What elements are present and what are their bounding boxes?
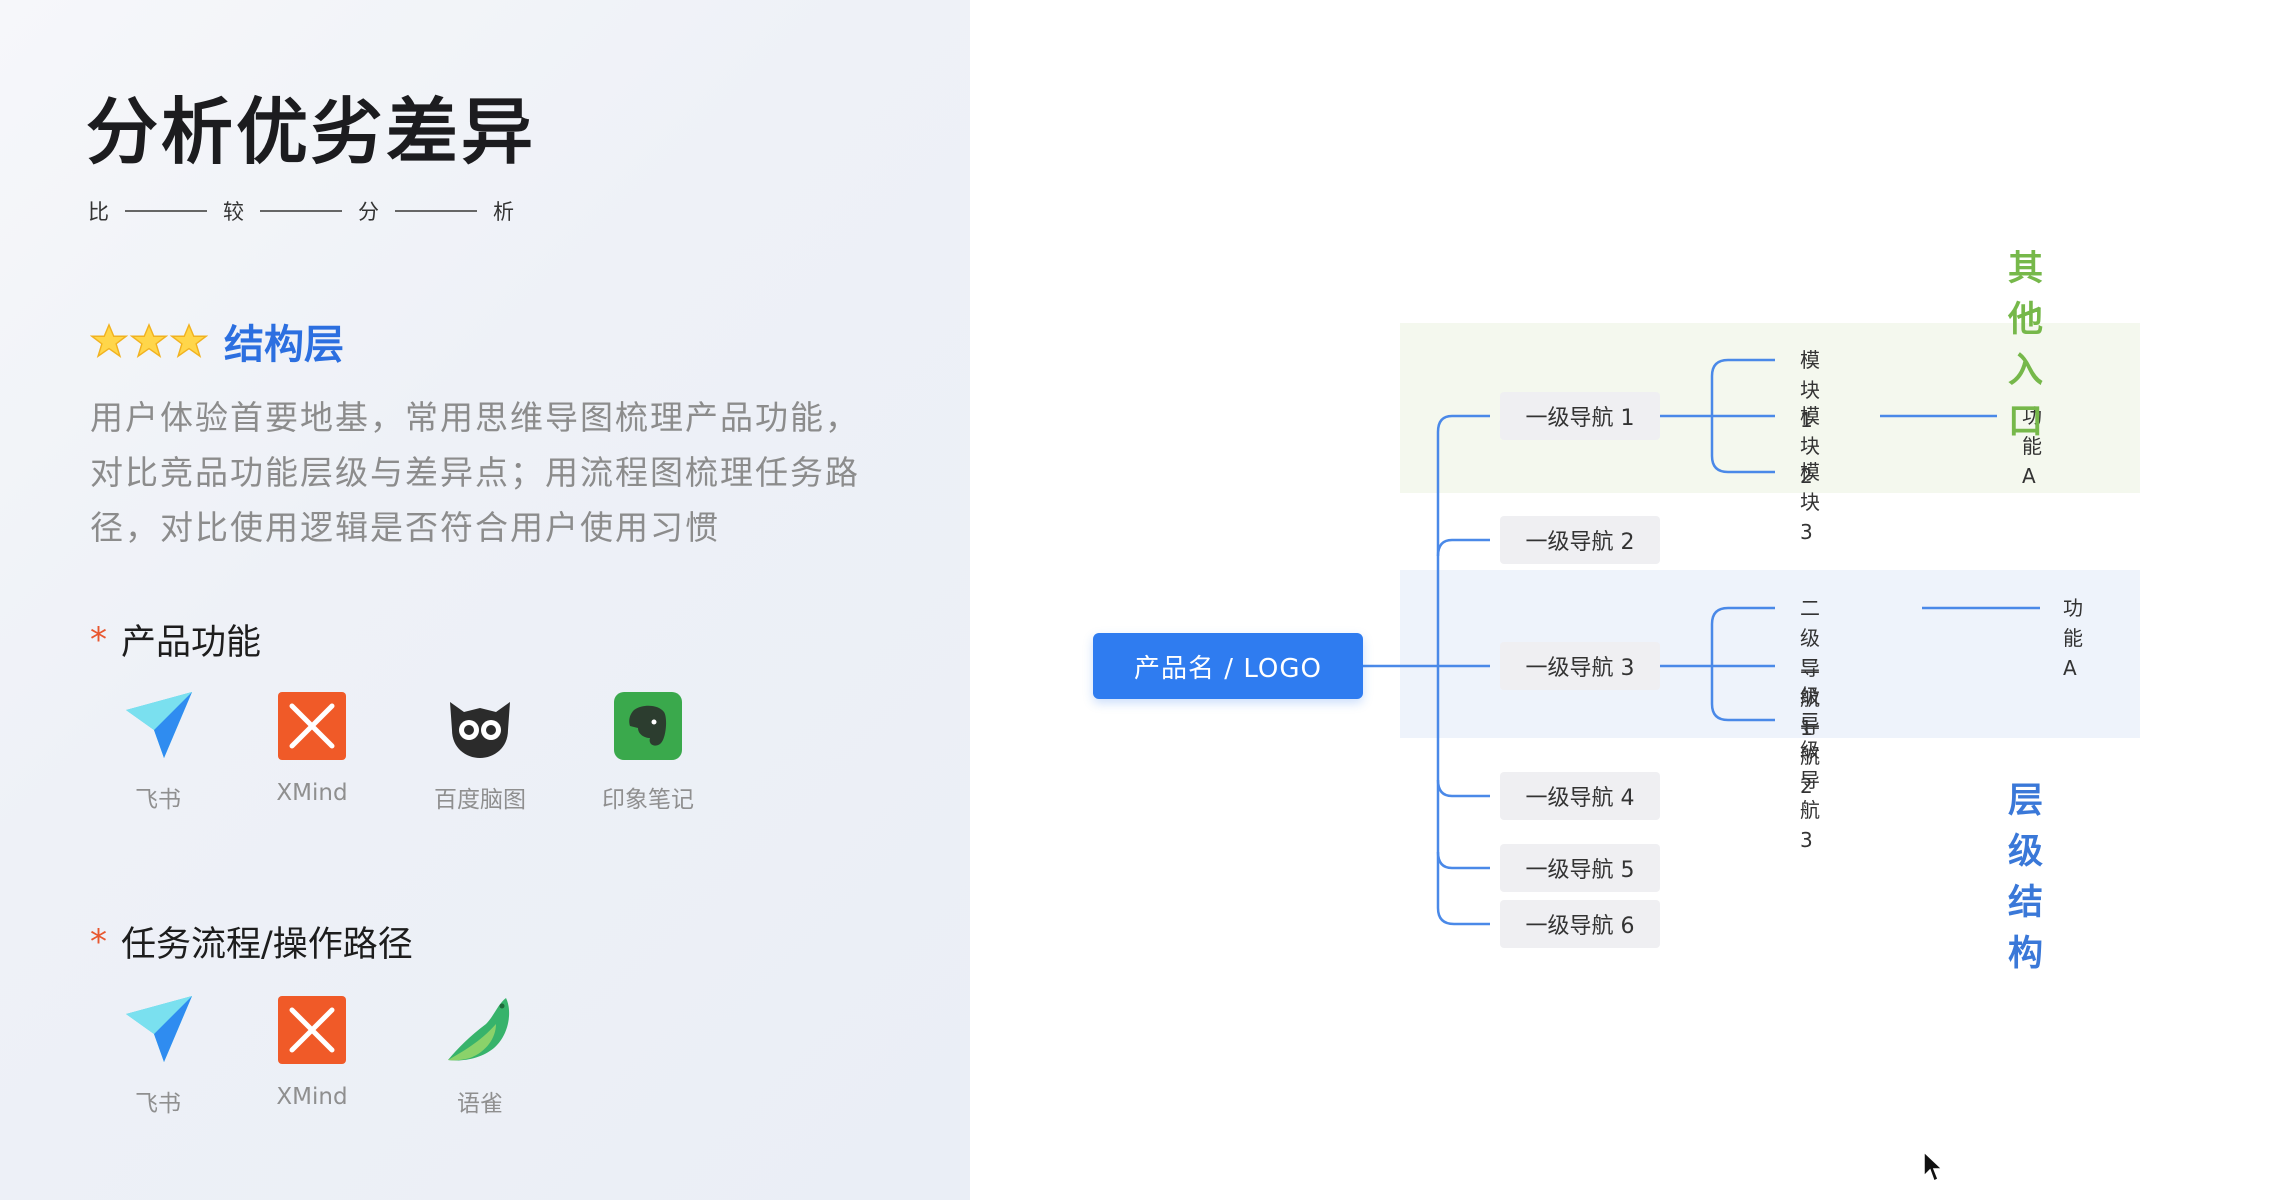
connector-line — [1710, 376, 1775, 474]
product-features-heading: * 产品功能 — [90, 614, 261, 665]
app-xmind: XMind — [242, 686, 382, 806]
hierarchy-tag: 层级结构 — [2008, 781, 2046, 974]
xmind-icon — [278, 996, 346, 1064]
task-flow-label: 任务流程/操作路径 — [121, 925, 413, 965]
app-name: 印象笔记 — [602, 787, 694, 813]
app-feishu: 飞书 — [88, 990, 228, 1118]
product-features-label: 产品功能 — [121, 623, 262, 663]
module-node-3[interactable]: 模块 3 — [1800, 460, 1820, 544]
section-label: 结构层 — [224, 322, 344, 368]
app-baidu-naotu: 百度脑图 — [410, 686, 550, 814]
feishu-icon — [126, 996, 192, 1062]
baidu-naotu-icon — [450, 702, 510, 758]
feature-node[interactable]: 功能A — [2063, 596, 2083, 680]
xmind-icon — [278, 692, 346, 760]
connector-line — [1436, 538, 1490, 557]
sub-nav-node-2[interactable]: 二级导航 2 — [1800, 654, 1820, 798]
nav-node-4[interactable]: 一级导航 4 — [1500, 772, 1660, 820]
star-icon — [90, 322, 128, 358]
page-title: 分析优劣差异 — [86, 90, 537, 174]
app-xmind: XMind — [242, 990, 382, 1110]
subtitle: 比 较 分 析 — [88, 196, 514, 226]
star-icon — [130, 322, 168, 358]
module-node-2[interactable]: 模块 2 — [1800, 404, 1820, 488]
app-name: 飞书 — [135, 1091, 181, 1117]
connector-line — [1436, 779, 1490, 798]
star-icon — [170, 322, 208, 358]
nav-node-2[interactable]: 一级导航 2 — [1500, 516, 1660, 564]
sub-nav-node-1[interactable]: 二级导航 1 — [1800, 596, 1820, 740]
connector-line — [1710, 358, 1775, 377]
module-node-1[interactable]: 模块 1 — [1800, 348, 1820, 432]
asterisk-icon: * — [90, 619, 107, 660]
connector-line — [1710, 606, 1775, 625]
mindmap-root-node[interactable]: 产品名 / LOGO — [1093, 633, 1363, 699]
sub-nav-node-3[interactable]: 二级导航 3 — [1800, 708, 1820, 852]
subtitle-char-3: 分 — [358, 200, 379, 224]
connector-line — [1436, 851, 1490, 870]
connector-line — [1436, 432, 1490, 926]
app-name: 语雀 — [457, 1091, 503, 1117]
app-yuque: 语雀 — [410, 990, 550, 1118]
yuque-icon — [448, 998, 510, 1061]
asterisk-icon: * — [90, 921, 107, 962]
app-name: 飞书 — [135, 787, 181, 813]
app-name: XMind — [276, 1084, 348, 1110]
nav-node-5[interactable]: 一级导航 5 — [1500, 844, 1660, 892]
connector-line — [1710, 624, 1775, 722]
feishu-icon — [126, 692, 192, 758]
connector-line — [1436, 414, 1490, 433]
nav-node-3[interactable]: 一级导航 3 — [1500, 642, 1660, 690]
nav-node-6[interactable]: 一级导航 6 — [1500, 900, 1660, 948]
subtitle-divider — [125, 210, 207, 212]
app-feishu: 飞书 — [88, 686, 228, 814]
section-description: 用户体验首要地基，常用思维导图梳理产品功能，对比竞品功能层级与差异点；用流程图梳… — [90, 398, 860, 547]
subtitle-char-2: 较 — [223, 200, 244, 224]
subtitle-char-4: 析 — [493, 200, 514, 224]
evernote-icon — [614, 692, 682, 760]
subtitle-divider — [260, 210, 342, 212]
left-panel: 分析优劣差异 比 较 分 析 结构层 用户体验首要地基，常用思维导图梳理产品功能… — [0, 0, 970, 1200]
feature-node[interactable]: 功能A — [2022, 404, 2042, 488]
subtitle-divider — [395, 210, 477, 212]
app-name: XMind — [276, 780, 348, 806]
mouse-cursor-icon — [1923, 1150, 1944, 1183]
subtitle-char-1: 比 — [88, 200, 109, 224]
app-evernote: 印象笔记 — [578, 686, 718, 814]
nav-node-1[interactable]: 一级导航 1 — [1500, 392, 1660, 440]
app-name: 百度脑图 — [434, 787, 526, 813]
other-entry-tag: 其他入口 — [2008, 249, 2046, 442]
task-flow-heading: * 任务流程/操作路径 — [90, 916, 413, 967]
section-heading: 结构层 — [90, 312, 344, 370]
